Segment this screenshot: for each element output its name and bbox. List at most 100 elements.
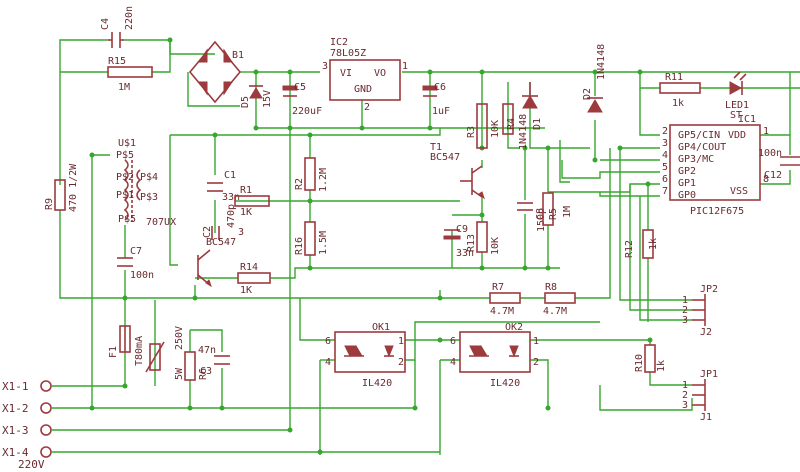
r1-value: 1K	[240, 207, 252, 218]
c2-value: 470p	[226, 204, 237, 228]
ok2-pin2: 2	[533, 357, 539, 368]
capacitor-c7: C7 100n	[117, 246, 154, 281]
c5-ref: C5	[294, 82, 306, 93]
ok1-pin1: 1	[398, 336, 404, 347]
ok2-value: IL420	[490, 378, 520, 389]
r5-ref: R5	[548, 208, 559, 220]
t1-value: BC547	[430, 152, 460, 163]
r6-ref: R6	[198, 368, 209, 380]
resistor-r14: R14 1K	[237, 262, 271, 296]
r3-ref: R3	[466, 126, 477, 138]
c5-value: 220uF	[292, 106, 322, 117]
resistor-r1: R1 1K	[234, 185, 270, 218]
c1-value: 33n	[222, 192, 240, 203]
ok2-pin4: 4	[450, 357, 456, 368]
r12-value: 1k	[648, 238, 659, 250]
jp2-pin1: 1	[682, 295, 688, 306]
microcontroller-ic1: IC1 PIC12F675 GP5/CIN GP4/COUT GP3/MC GP…	[662, 114, 769, 217]
u1-pin-p2: P$2	[116, 172, 134, 183]
u1-pin-p5: P$5	[116, 150, 134, 161]
ic1-pin-gp4: GP4/COUT	[678, 142, 726, 153]
ic1-pin-gp0: GP0	[678, 190, 696, 201]
r2-ref: R2	[294, 178, 305, 190]
ic1-pinnum-5: 5	[662, 162, 668, 173]
r2-value: 1.2M	[318, 168, 329, 192]
ok2-pin6: 6	[450, 336, 456, 347]
c8-value: 150p	[536, 208, 547, 232]
regulator-ic2: IC2 78L05Z VI VO GND 3 1 2	[322, 37, 408, 113]
ic1-pinnum-1: 1	[763, 126, 769, 137]
resistor-r10: R10 1k	[634, 344, 667, 373]
d5-ref: D5	[240, 96, 251, 108]
r11-value: 1k	[672, 98, 684, 109]
r15-ref: R15	[108, 56, 126, 67]
ok1-pin4: 4	[325, 357, 331, 368]
c3-ref: C3	[200, 366, 212, 377]
ic1-pinnum-2: 2	[662, 126, 668, 137]
ic1-ref: IC1	[738, 114, 756, 125]
r7-ref: R7	[492, 282, 504, 293]
r8-value: 4.7M	[543, 306, 567, 317]
resistor-r6: 5W R6	[174, 351, 209, 381]
led1-ref: LED1	[725, 100, 749, 111]
ic2-pin3: 3	[322, 61, 328, 72]
capacitor-c3: 47n C3	[198, 345, 230, 377]
d2-value: 1N4148	[596, 44, 607, 80]
u1-value: 707UX	[146, 217, 176, 228]
r5-value: 1M	[562, 206, 573, 218]
optocoupler-ok2: OK2 IL420 6 4 1 2	[450, 322, 539, 389]
d1-ref: D1	[532, 118, 543, 130]
resistor-r2: R2 1.2M	[294, 157, 329, 192]
resistor-r11: R11 1k	[659, 72, 701, 109]
d2-ref: D2	[582, 88, 593, 100]
r16-value: 1.5M	[318, 231, 329, 255]
connector-jp1: JP1 J1 1 2 3	[682, 369, 718, 423]
ic1-pin-vdd: VDD	[728, 130, 746, 141]
connector-jp2: JP2 J2 1 2 3	[682, 284, 718, 338]
r7-value: 4.7M	[490, 306, 514, 317]
ic1-value: PIC12F675	[690, 206, 744, 217]
jp1-pin3: 3	[682, 400, 688, 411]
u1-pin-p3: P$3	[140, 192, 158, 203]
ok2-ref: OK2	[505, 322, 523, 333]
transistor-t1: T1 BC547	[430, 142, 486, 200]
r14-value: 1K	[240, 285, 252, 296]
jp2-pin3: 3	[682, 315, 688, 326]
c6-value: 1uF	[432, 106, 450, 117]
u1-pin-p1: P$1	[116, 190, 134, 201]
jp2-pin2: 2	[682, 305, 688, 316]
c3-value: 47n	[198, 345, 216, 356]
u1-pin-p-bottom: P$5	[118, 214, 136, 225]
c7-value: 100n	[130, 270, 154, 281]
r13-value: 10K	[490, 237, 501, 255]
ok1-pin6: 6	[325, 336, 331, 347]
r8-ref: R8	[545, 282, 557, 293]
capacitor-c9: C9 33n	[443, 224, 474, 259]
resistor-r13: R13 10K	[466, 221, 501, 255]
r13-ref: R13	[466, 234, 477, 252]
resistor-r5: R5 1M	[542, 192, 573, 226]
r9-value: 470 1/2W	[68, 163, 79, 212]
r10-ref: R10	[634, 354, 645, 372]
diode-d1: D1 1N4148	[518, 82, 543, 150]
c1-ref: C1	[224, 170, 236, 181]
r16-ref: R16	[294, 237, 305, 255]
t2-ref: 3	[238, 227, 244, 238]
jp1-pin2: 2	[682, 390, 688, 401]
c4-value: 220n	[124, 6, 135, 30]
capacitor-c2: C2 470p	[202, 204, 237, 240]
resistor-r15: R15 1M	[107, 56, 153, 93]
ic2-pin-vi: VI	[340, 68, 352, 79]
ic1-pinnum-4: 4	[662, 150, 668, 161]
capacitor-c4: C4 220n	[100, 6, 135, 48]
u1-ref: U$1	[118, 138, 136, 149]
ic1-pin-gp1: GP1	[678, 178, 696, 189]
c2-ref: C2	[202, 226, 213, 238]
ok1-value: IL420	[362, 378, 392, 389]
d5-value: 15V	[262, 90, 273, 108]
bridge-rectifier-b1: B1	[188, 40, 244, 104]
jp1-ref: JP1	[700, 369, 718, 380]
transformer-u1: U$1 P$5 P$2 P$1 P$4 P$3 P$5 707UX	[116, 138, 176, 228]
c12-ref: C12	[764, 170, 782, 181]
r9-ref: R9	[44, 198, 55, 210]
